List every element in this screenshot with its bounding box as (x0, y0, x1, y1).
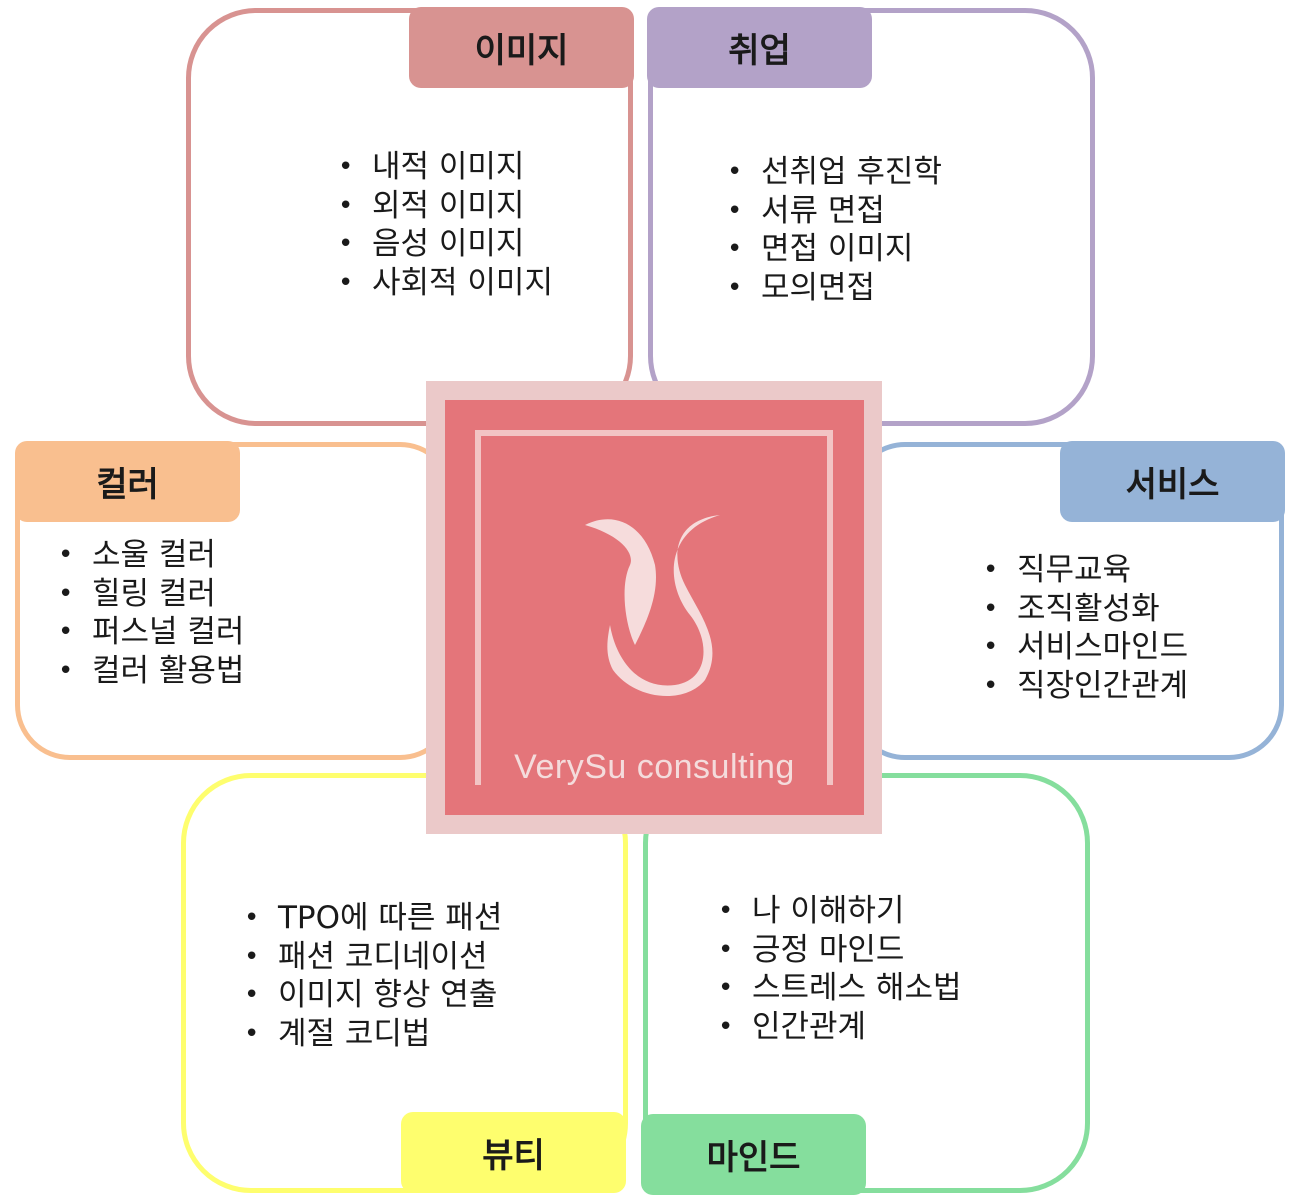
list-item: •서비스마인드 (983, 629, 1189, 665)
tab-job[interactable]: 취업 (647, 7, 872, 88)
list-item: •직무교육 (983, 552, 1132, 588)
tab-mind[interactable]: 마인드 (641, 1114, 866, 1195)
list-job: •선취업 후진학 •서류 면접 •면접 이미지 •모의면접 (727, 153, 942, 307)
list-item: •음성 이미지 (338, 226, 525, 262)
list-item: •사회적 이미지 (338, 264, 553, 301)
list-item: •인간관계 (718, 1008, 867, 1045)
logo-frame (475, 430, 833, 785)
list-item: •패션 코디네이션 (244, 938, 488, 975)
list-item: •계절 코디법 (244, 1015, 431, 1052)
list-item: •긍정 마인드 (718, 931, 905, 968)
list-item: •소울 컬러 (58, 537, 216, 573)
list-mind: •나 이해하기 •긍정 마인드 •스트레스 해소법 •인간관계 (718, 892, 962, 1046)
tab-beauty[interactable]: 뷰티 (401, 1112, 626, 1193)
list-item: •면접 이미지 (727, 231, 914, 267)
list-image: •내적 이미지 •외적 이미지 •음성 이미지 •사회적 이미지 (338, 148, 553, 302)
list-item: •직장인간관계 (983, 667, 1189, 704)
list-item: •이미지 향상 연출 (244, 977, 498, 1013)
list-item: •TPO에 따른 패션 (244, 900, 503, 936)
list-item: •선취업 후진학 (727, 154, 942, 190)
tab-service[interactable]: 서비스 (1060, 441, 1285, 522)
list-beauty: •TPO에 따른 패션 •패션 코디네이션 •이미지 향상 연출 •계절 코디법 (244, 899, 502, 1053)
list-item: •서류 면접 (727, 192, 885, 229)
list-item: •내적 이미지 (338, 149, 525, 185)
list-item: •힐링 컬러 (58, 575, 216, 612)
list-item: •스트레스 해소법 (718, 970, 962, 1006)
vs-monogram-icon (585, 515, 720, 697)
logo: VerySu consulting (445, 400, 864, 815)
tab-color[interactable]: 컬러 (15, 441, 240, 522)
logo-text: VerySu consulting (514, 748, 795, 786)
list-service: •직무교육 •조직활성화 •서비스마인드 •직장인간관계 (983, 551, 1188, 705)
list-item: •모의면접 (727, 269, 876, 306)
list-item: •외적 이미지 (338, 187, 525, 224)
list-color: •소울 컬러 •힐링 컬러 •퍼스널 컬러 •컬러 활용법 (58, 536, 244, 690)
list-item: •조직활성화 (983, 590, 1160, 627)
list-item: •컬러 활용법 (58, 652, 245, 689)
tab-image[interactable]: 이미지 (409, 7, 634, 88)
list-item: •퍼스널 컬러 (58, 614, 245, 650)
list-item: •나 이해하기 (718, 893, 905, 929)
